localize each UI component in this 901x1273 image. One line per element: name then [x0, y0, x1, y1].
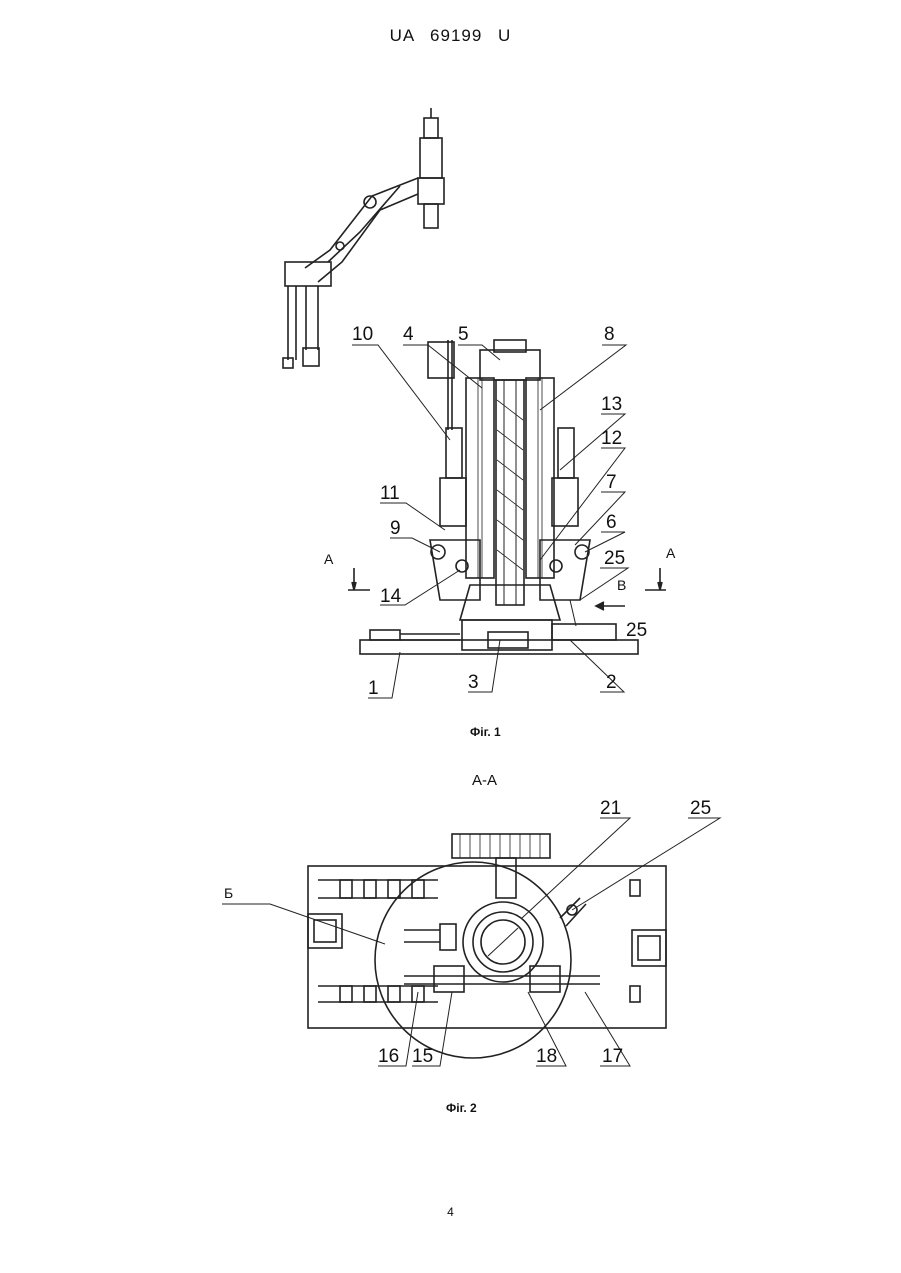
- callout-1: 1: [368, 678, 379, 699]
- callout-15: 15: [412, 1046, 433, 1067]
- page-number: 4: [0, 1205, 901, 1219]
- fig2-callouts: 21 25 16 15 18 17 Б: [224, 798, 711, 1067]
- callout-25-b: 25: [626, 620, 647, 641]
- view-arrow-label: В: [617, 577, 626, 593]
- figure1-caption: Фіг. 1: [470, 725, 501, 739]
- leader-lines-fig2: [222, 818, 720, 1066]
- callout-4: 4: [403, 324, 414, 345]
- callout-18: 18: [536, 1046, 557, 1067]
- callout-14: 14: [380, 586, 402, 607]
- callout-2: 2: [606, 672, 617, 693]
- callout-7: 7: [606, 472, 617, 493]
- callout-11: 11: [380, 483, 400, 504]
- section-mark-left: А: [324, 551, 334, 567]
- callout-25-plan: 25: [690, 798, 711, 819]
- callout-25-a: 25: [604, 548, 625, 569]
- section-title: А-А: [472, 772, 497, 789]
- plan-view-drawing: [308, 834, 666, 1058]
- callout-12: 12: [601, 428, 622, 449]
- callout-17: 17: [602, 1046, 623, 1067]
- callout-9: 9: [390, 518, 401, 539]
- view-label-b: Б: [224, 885, 233, 901]
- section-mark-right: А: [666, 545, 676, 561]
- callout-16: 16: [378, 1046, 399, 1067]
- callout-6: 6: [606, 512, 617, 533]
- figure2-caption: Фіг. 2: [446, 1101, 477, 1115]
- callout-8: 8: [604, 324, 615, 345]
- callout-21: 21: [600, 798, 621, 819]
- callout-10: 10: [352, 324, 373, 345]
- callout-3: 3: [468, 672, 479, 693]
- callout-5: 5: [458, 324, 469, 345]
- callout-13: 13: [601, 394, 622, 415]
